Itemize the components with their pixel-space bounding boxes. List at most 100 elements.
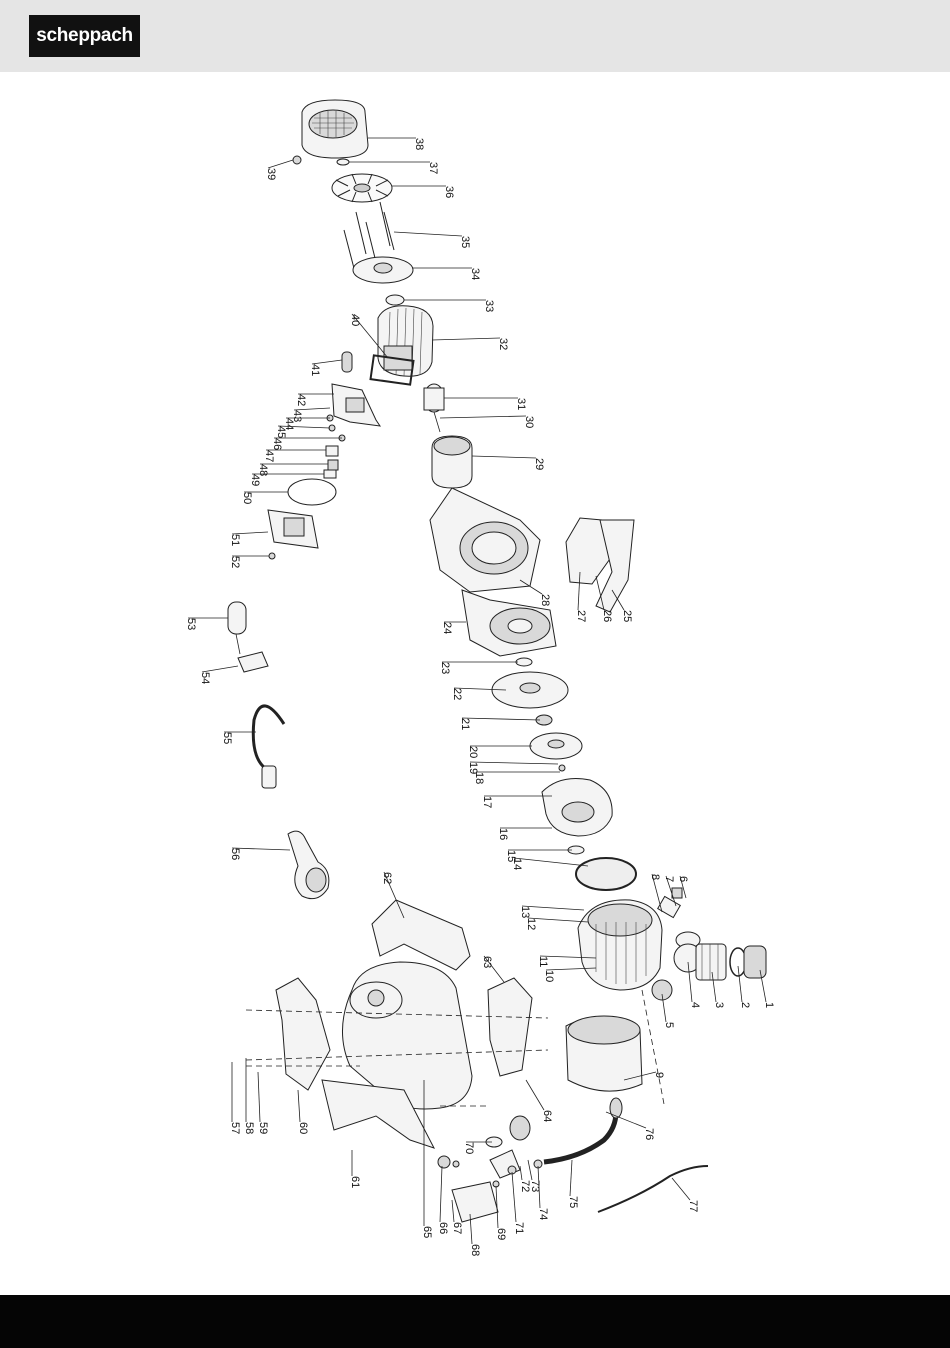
leader-line-73 (528, 1160, 532, 1180)
part-number-16: 16 (497, 828, 509, 840)
leader-line-77 (672, 1178, 690, 1200)
part-number-5: 5 (663, 1022, 675, 1028)
part-number-61: 61 (349, 1176, 361, 1188)
part-number-34: 34 (469, 268, 481, 280)
part-number-42: 42 (295, 394, 307, 406)
part-callouts: 1234567891011121314151617181920212223242… (185, 138, 775, 1256)
part-number-37: 37 (427, 162, 439, 174)
leader-line-19 (470, 762, 558, 764)
leader-line-75 (570, 1160, 572, 1196)
part-number-15: 15 (505, 850, 517, 862)
pressure-gauge-block (452, 1182, 498, 1222)
part-number-68: 68 (469, 1244, 481, 1256)
leader-line-39 (268, 160, 293, 168)
suction-connector (652, 944, 766, 1000)
part-number-10: 10 (543, 970, 555, 982)
part-number-57: 57 (229, 1122, 241, 1134)
fan-cover (302, 100, 368, 158)
part-number-56: 56 (229, 848, 241, 860)
part-number-35: 35 (459, 236, 471, 248)
part-number-2: 2 (739, 1002, 751, 1008)
part-number-28: 28 (539, 594, 551, 606)
part-number-25: 25 (621, 610, 633, 622)
part-number-71: 71 (513, 1222, 525, 1234)
part-number-31: 31 (515, 398, 527, 410)
part-number-64: 64 (541, 1110, 553, 1122)
part-number-11: 11 (537, 956, 549, 967)
part-number-33: 33 (483, 300, 495, 312)
cooling-fan (332, 174, 392, 202)
leader-line-21 (462, 718, 540, 720)
part-number-55: 55 (221, 732, 233, 744)
part-number-65: 65 (421, 1226, 433, 1238)
part-number-41: 41 (309, 364, 321, 376)
leader-line-66 (440, 1166, 442, 1222)
part-number-76: 76 (643, 1128, 655, 1140)
scheppach-logo: scheppach (29, 15, 140, 57)
part-number-26: 26 (601, 610, 613, 622)
hose-fitting (438, 1116, 542, 1187)
part-number-53: 53 (185, 618, 197, 630)
part-number-24: 24 (441, 622, 453, 634)
leader-line-30 (440, 416, 526, 418)
leader-line-71 (512, 1172, 516, 1222)
part-number-39: 39 (265, 168, 277, 180)
part-number-19: 19 (467, 762, 479, 774)
part-number-20: 20 (467, 746, 479, 758)
nut (559, 765, 565, 771)
part-number-8: 8 (649, 874, 661, 880)
part-number-4: 4 (689, 1002, 701, 1008)
leader-line-14 (514, 858, 588, 866)
part-number-50: 50 (241, 492, 253, 504)
part-number-59: 59 (257, 1122, 269, 1134)
part-number-45: 45 (275, 426, 287, 438)
part-number-9: 9 (653, 1072, 665, 1078)
diagram-canvas: 1234567891011121314151617181920212223242… (0, 72, 950, 1295)
part-number-52: 52 (229, 556, 241, 568)
part-number-47: 47 (263, 450, 275, 462)
capacitor (228, 602, 246, 654)
part-number-51: 51 (229, 534, 241, 546)
flexible-hose (544, 1112, 616, 1162)
part-number-62: 62 (381, 872, 393, 884)
part-number-13: 13 (519, 906, 531, 918)
part-number-22: 22 (451, 688, 463, 700)
end-shield (353, 257, 413, 283)
hose-nut (610, 1098, 622, 1118)
handle (566, 518, 634, 612)
page-footer (0, 1295, 950, 1348)
pressure-switch (238, 652, 268, 672)
pressure-outlet (658, 888, 700, 948)
part-number-23: 23 (439, 662, 451, 674)
part-number-12: 12 (525, 918, 537, 930)
impeller (530, 733, 582, 759)
part-number-21: 21 (459, 718, 471, 730)
tank-bracket (488, 978, 532, 1076)
part-number-30: 30 (523, 416, 535, 428)
part-number-58: 58 (243, 1122, 255, 1134)
leader-line-64 (526, 1080, 544, 1110)
tank-foot (276, 978, 330, 1090)
clamp-band (566, 1016, 642, 1091)
wrench (288, 831, 329, 899)
terminal-box (268, 352, 380, 559)
part-number-32: 32 (497, 338, 509, 350)
leader-line-72 (520, 1166, 522, 1180)
leader-line-35 (394, 232, 462, 236)
part-number-77: 77 (687, 1200, 699, 1212)
part-number-36: 36 (443, 186, 455, 198)
leader-line-60 (298, 1090, 300, 1122)
part-number-54: 54 (199, 672, 211, 684)
pump-chamber (542, 779, 612, 837)
bearing (386, 295, 404, 305)
part-number-40: 40 (349, 314, 361, 326)
screw (293, 156, 301, 164)
part-number-60: 60 (297, 1122, 309, 1134)
part-number-7: 7 (663, 876, 675, 882)
part-number-46: 46 (271, 438, 283, 450)
part-number-29: 29 (533, 458, 545, 470)
motor-housing (378, 306, 433, 376)
part-number-17: 17 (481, 796, 493, 808)
seal-ring (516, 658, 532, 666)
leader-line-32 (432, 338, 500, 340)
